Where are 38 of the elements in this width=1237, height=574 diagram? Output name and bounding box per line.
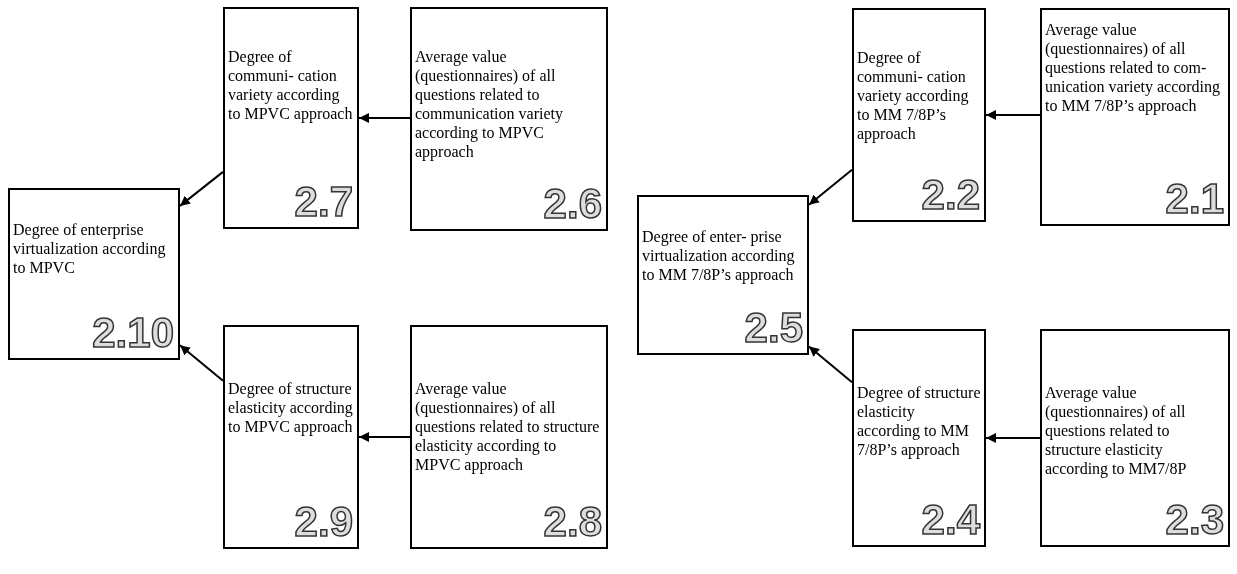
- box-text: Average value (questionnaires) of all questions related to structure elasticity according to MM7/8P: [1045, 383, 1188, 478]
- process-box: [1040, 8, 1230, 226]
- process-box: [410, 7, 608, 231]
- arrow: [808, 345, 853, 384]
- box-text: Average value (questionnaires) of all questions related to com- unication variety according to MM 7/8P’s approach: [1045, 20, 1222, 115]
- box-text: Degree of structure elasticity according to MM 7/8P’s approach: [857, 383, 981, 459]
- step-number: 2.10: [92, 311, 174, 355]
- step-number: 2.9: [294, 500, 353, 544]
- process-box: [637, 195, 809, 355]
- box-text: Degree of enterprise virtualization according to MPVC: [13, 220, 167, 277]
- step-number: 2.7: [294, 180, 353, 224]
- process-box: [852, 329, 986, 547]
- arrow: [985, 110, 1041, 120]
- box-text: Degree of communi- cation variety according to MPVC approach: [228, 47, 354, 123]
- arrow: [179, 344, 224, 382]
- arrow: [358, 432, 411, 442]
- step-number: 2.6: [543, 182, 602, 226]
- process-box: [223, 7, 359, 229]
- step-number: 2.4: [921, 498, 980, 542]
- box-text: Average value (questionnaires) of all questions related to communication variety according to MPVC approach: [415, 47, 564, 161]
- process-box: [8, 188, 180, 360]
- arrow: [808, 168, 853, 206]
- arrow: [179, 170, 224, 207]
- process-box: [1040, 329, 1230, 547]
- process-box: [223, 325, 359, 549]
- step-number: 2.8: [543, 500, 602, 544]
- arrow: [985, 433, 1041, 443]
- arrow: [358, 113, 411, 123]
- step-number: 2.1: [1165, 177, 1224, 221]
- step-number: 2.5: [744, 306, 803, 350]
- step-number: 2.2: [921, 173, 980, 217]
- box-text: Degree of structure elasticity according to MPVC approach: [228, 379, 354, 436]
- process-box: [410, 325, 608, 549]
- box-text: Average value (questionnaires) of all questions related to structure elasticity according to MPVC approach: [415, 379, 601, 474]
- process-box: [852, 8, 986, 222]
- box-text: Degree of enter- prise virtualization according to MM 7/8P’s approach: [642, 227, 796, 284]
- box-text: Degree of communi- cation variety according to MM 7/8P’s approach: [857, 48, 970, 143]
- step-number: 2.3: [1165, 498, 1224, 542]
